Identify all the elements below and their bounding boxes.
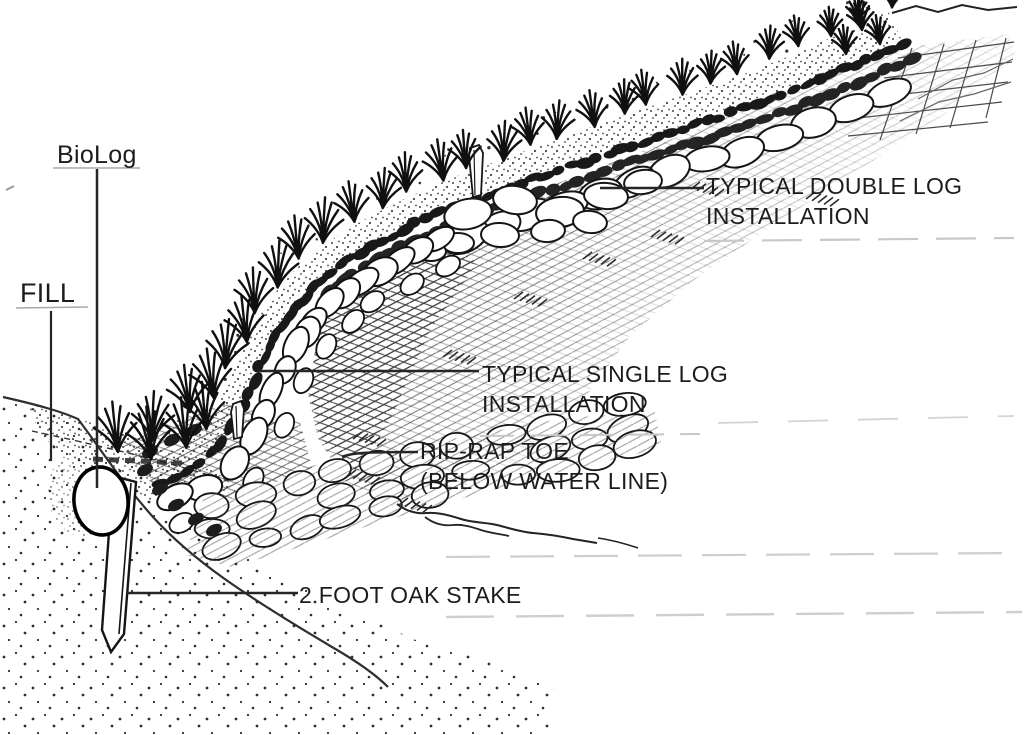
label-fill: FILL bbox=[20, 278, 76, 308]
stake-top-prisms bbox=[230, 143, 484, 441]
ground-edge-line bbox=[2, 395, 389, 688]
corner-contour-2 bbox=[899, 81, 1012, 122]
leader-riprap bbox=[341, 450, 419, 459]
label-double-log-line1: TYPICAL DOUBLE LOG bbox=[706, 173, 963, 199]
label-single-log-line2: INSTALLATION bbox=[482, 390, 646, 417]
grass-tufts bbox=[92, 0, 907, 461]
label-single-log: TYPICAL SINGLE LOG INSTALLATION bbox=[482, 360, 728, 420]
label-oak-stake: 2 FOOT OAK STAKE bbox=[299, 582, 522, 608]
label-biolog: BioLog bbox=[57, 141, 137, 169]
crest-end-line bbox=[891, 3, 1018, 14]
single-log-rock-column bbox=[156, 225, 461, 534]
boulder-row bbox=[417, 77, 912, 263]
label-riprap-line1: RIP-RAP TOE bbox=[420, 438, 570, 464]
label-riprap-line2: (BELOW WATER LINE) bbox=[420, 467, 669, 494]
scan-artifacts bbox=[5, 167, 1023, 619]
label-riprap: RIP-RAP TOE (BELOW WATER LINE) bbox=[420, 437, 668, 497]
crest-soil-band bbox=[150, 11, 902, 482]
slope-tick-marks bbox=[346, 181, 840, 513]
label-double-log-line2: INSTALLATION bbox=[706, 202, 870, 229]
leader-lines bbox=[49, 169, 704, 595]
water-line bbox=[396, 503, 639, 549]
corner-contour-1 bbox=[917, 58, 1014, 100]
label-single-log-line1: TYPICAL SINGLE LOG bbox=[482, 361, 729, 387]
label-double-log: TYPICAL DOUBLE LOG INSTALLATION bbox=[706, 172, 962, 232]
